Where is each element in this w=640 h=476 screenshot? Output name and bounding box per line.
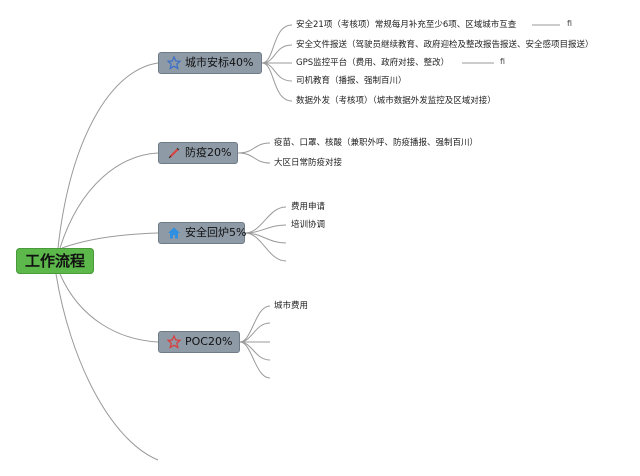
branch-poc[interactable]: POC20%	[158, 331, 240, 353]
leaf-b2-1[interactable]: 疫苗、口罩、核酸（兼职外呼、防疫播报、强制百川）	[274, 138, 479, 148]
branch-city-safety[interactable]: 城市安标40%	[158, 52, 262, 74]
connector-root-branch-3	[61, 232, 159, 249]
leaf-b1-2[interactable]: 安全文件报送（驾驶员继续教育、政府迎检及整改报告报送、安全感项目报送）	[296, 40, 594, 50]
star-red-icon	[167, 335, 181, 349]
connector-b1-item-4	[261, 62, 293, 82]
connector-b4-slot-4	[239, 341, 271, 379]
connector-root-branch-4	[59, 273, 159, 343]
branch-label: 安全回炉5%	[185, 226, 247, 239]
connector-b1-item-2	[261, 44, 293, 64]
root-label: 工作流程	[24, 252, 85, 270]
leaf-b2-2[interactable]: 大区日常防疫对接	[274, 158, 343, 168]
leaf-b3-2[interactable]: 培训协调	[291, 220, 326, 230]
connector-root-branch-1	[57, 62, 159, 249]
connector-b4-slot-1	[239, 322, 271, 343]
branch-label: 防疫20%	[185, 146, 232, 159]
branch-label: POC20%	[185, 335, 233, 348]
leaf-b1-4[interactable]: 司机教育（播报、强制百川）	[296, 76, 407, 86]
connector-b4-item-1	[239, 305, 271, 343]
leaf-b4-1[interactable]: 城市费用	[274, 301, 309, 311]
star-outline-icon	[167, 56, 181, 70]
connector-root-tail	[55, 273, 159, 461]
syringe-icon	[167, 146, 181, 160]
connector-b2-item-1	[237, 142, 271, 154]
connector-b3-slot-2	[244, 232, 287, 262]
home-icon	[167, 226, 181, 240]
connector-root-branch-2	[59, 152, 159, 249]
leaf-b1-5[interactable]: 数据外发（考核项）（城市数据外发监控及区域对接）	[296, 96, 496, 106]
connector-b1-item-5	[261, 62, 293, 102]
note-fi-2: fi	[500, 57, 506, 66]
leaf-b1-3[interactable]: GPS监控平台（费用、政府对接、整改）	[296, 58, 450, 68]
leaf-b3-1[interactable]: 费用申请	[291, 202, 326, 212]
connector-b3-item-1	[244, 206, 287, 234]
note-fi-1: fi	[567, 19, 573, 28]
connector-b4-slot-3	[239, 341, 271, 361]
root-node[interactable]: 工作流程	[16, 248, 94, 274]
leaf-b1-1[interactable]: 安全21项（考核项）常规每月补充至少6项、区域城市互查	[296, 20, 517, 30]
branch-safety-retraining[interactable]: 安全回炉5%	[158, 222, 247, 244]
connector-b1-item-1	[261, 24, 293, 64]
branch-epidemic[interactable]: 防疫20%	[158, 142, 238, 164]
branch-label: 城市安标40%	[185, 56, 254, 69]
connector-b2-item-2	[237, 152, 271, 164]
